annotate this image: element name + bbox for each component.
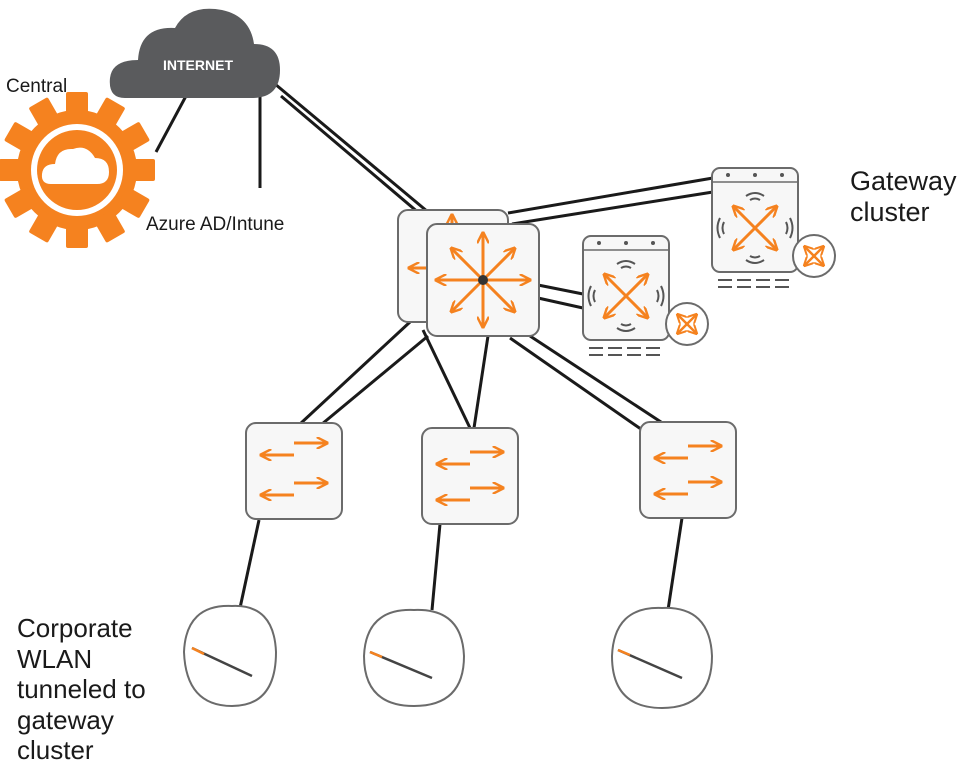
gateway-cluster-label: Gateway cluster: [850, 166, 957, 228]
corporate-wlan-label-line: WLAN: [17, 643, 93, 674]
internet-label: INTERNET: [163, 57, 233, 73]
link-core-gateway2-b: [537, 296, 584, 310]
link-core-switch1-a: [298, 320, 412, 426]
link-core-switch2-b: [472, 335, 490, 429]
core-switch-icon: [397, 209, 540, 337]
link-internet-central: [154, 95, 188, 153]
corporate-wlan-label-line: gateway: [17, 704, 114, 735]
corporate-wlan-label-line: Corporate: [17, 613, 133, 643]
azure-ad-intune-label: Azure AD/Intune: [146, 214, 285, 235]
corporate-wlan-label-line: cluster: [17, 735, 94, 765]
access-switch-icon: [421, 427, 519, 525]
access-point-icon: [182, 604, 278, 708]
connections: [154, 82, 714, 611]
link-internet-core-a: [274, 82, 441, 224]
gateway-cluster-label-line: Gateway: [850, 166, 957, 196]
internet-cloud-icon: INTERNET: [109, 8, 280, 98]
link-core-switch2-a: [421, 329, 472, 429]
link-switch1-ap1: [238, 519, 261, 609]
access-switch-icon: [639, 421, 737, 519]
link-core-switch3-b: [529, 334, 665, 426]
link-core-gateway1-b: [511, 190, 714, 226]
link-switch2-ap2: [430, 523, 442, 611]
central-label: Central: [6, 76, 68, 97]
gateway-cluster-label-line: cluster: [850, 197, 930, 227]
corporate-wlan-label-line: tunneled to: [17, 674, 146, 704]
gateway-icon: [711, 167, 836, 288]
gateway-icon: [582, 235, 709, 356]
access-switch-icon: [245, 422, 343, 520]
link-core-gateway2-a: [537, 283, 584, 296]
link-core-gateway1-a: [507, 176, 714, 215]
corporate-wlan-label: Corporate WLAN tunneled to gateway clust…: [17, 613, 146, 766]
access-point-icon: [610, 606, 714, 710]
central-gear-cloud-icon: [0, 92, 155, 248]
link-core-switch3-a: [509, 336, 649, 436]
link-core-switch1-b: [321, 334, 429, 426]
link-switch3-ap3: [666, 517, 684, 611]
access-point-icon: [362, 608, 466, 708]
